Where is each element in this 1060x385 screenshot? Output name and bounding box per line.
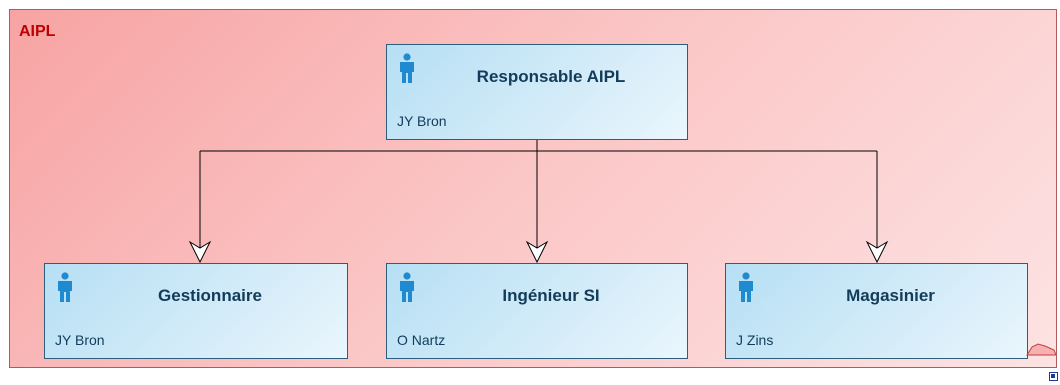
role-person: JY Bron <box>55 332 105 348</box>
group-collapse-tab-icon[interactable] <box>1026 342 1057 356</box>
role-title: Ingénieur SI <box>502 286 600 305</box>
role-person: O Nartz <box>397 332 446 348</box>
group-title: AIPL <box>19 23 56 40</box>
role-magasinier[interactable]: Magasinier J Zins <box>725 263 1028 359</box>
role-title: Gestionnaire <box>158 286 262 305</box>
expand-marker-icon[interactable] <box>1049 372 1058 381</box>
person-icon <box>400 272 414 302</box>
arrowhead-magasinier <box>865 240 889 264</box>
role-title: Magasinier <box>846 286 935 305</box>
role-gestionnaire[interactable]: Gestionnaire JY Bron <box>44 263 348 359</box>
role-title: Responsable AIPL <box>476 67 626 86</box>
arrowhead-ingenieur <box>525 240 549 264</box>
person-icon <box>739 272 753 302</box>
role-responsable-aipl[interactable]: Responsable AIPL JY Bron <box>386 44 688 140</box>
arrowhead-gestionnaire <box>188 240 212 264</box>
person-icon <box>400 53 414 83</box>
role-ingenieur-si[interactable]: Ingénieur SI O Nartz <box>386 263 688 359</box>
person-icon <box>58 272 72 302</box>
role-person: JY Bron <box>397 113 447 129</box>
role-person: J Zins <box>736 332 774 348</box>
